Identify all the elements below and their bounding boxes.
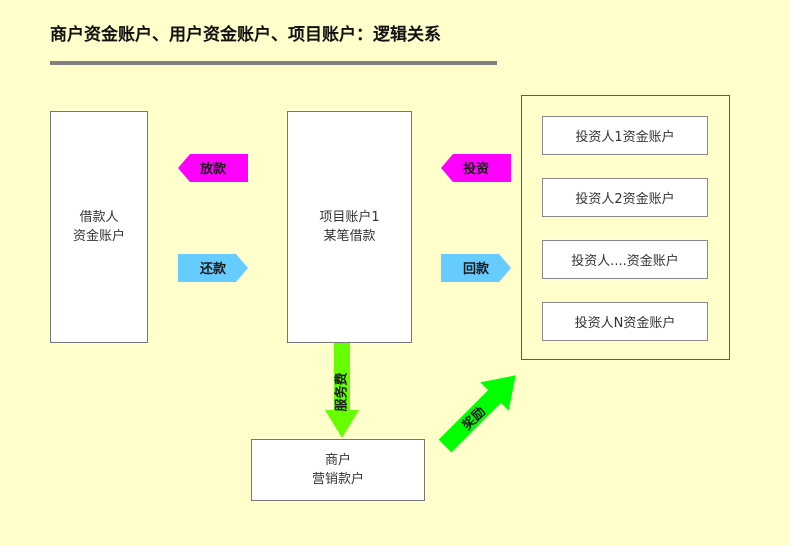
investor-account-2[interactable]: 投资人2资金账户 <box>542 178 708 217</box>
borrower-label-line2: 资金账户 <box>72 229 125 244</box>
investor-label: 投资人1资金账户 <box>575 130 675 145</box>
merchant-account-box[interactable]: 商户 营销款户 <box>251 439 425 501</box>
investor-label: 投资人N资金账户 <box>574 316 676 331</box>
service-fee-arrow[interactable]: 服务费 <box>325 343 359 438</box>
return-label: 回款 <box>463 261 490 277</box>
investor-account-n[interactable]: 投资人N资金账户 <box>542 302 708 341</box>
disburse-arrow[interactable]: 放款 <box>178 154 248 182</box>
investor-account-1[interactable]: 投资人1资金账户 <box>542 116 708 155</box>
merchant-label-line1: 商户 <box>324 453 351 468</box>
investor-label: 投资人....资金账户 <box>571 254 679 269</box>
investor-label: 投资人2资金账户 <box>575 192 675 207</box>
repay-arrow[interactable]: 还款 <box>178 254 248 282</box>
project-label-line1: 项目账户1 <box>319 210 380 225</box>
invest-label: 投资 <box>463 161 489 177</box>
project-label-line2: 某笔借款 <box>323 229 376 244</box>
borrower-label-line1: 借款人 <box>79 210 119 225</box>
investor-account-ellipsis[interactable]: 投资人....资金账户 <box>542 240 708 279</box>
investor-group-frame <box>521 95 730 360</box>
return-arrow[interactable]: 回款 <box>441 254 511 282</box>
disburse-label: 放款 <box>199 161 227 177</box>
project-account-box[interactable]: 项目账户1 某笔借款 <box>287 111 412 343</box>
page-title: 商户资金账户、用户资金账户、项目账户：逻辑关系 <box>50 25 441 45</box>
invest-arrow[interactable]: 投资 <box>441 154 511 182</box>
merchant-label-line2: 营销款户 <box>311 472 364 487</box>
repay-label: 还款 <box>199 261 227 277</box>
title-underline <box>50 61 497 65</box>
borrower-account-box[interactable]: 借款人 资金账户 <box>50 111 148 343</box>
service-fee-label: 服务费 <box>334 372 350 411</box>
reward-arrow[interactable]: 奖励 <box>431 361 530 460</box>
